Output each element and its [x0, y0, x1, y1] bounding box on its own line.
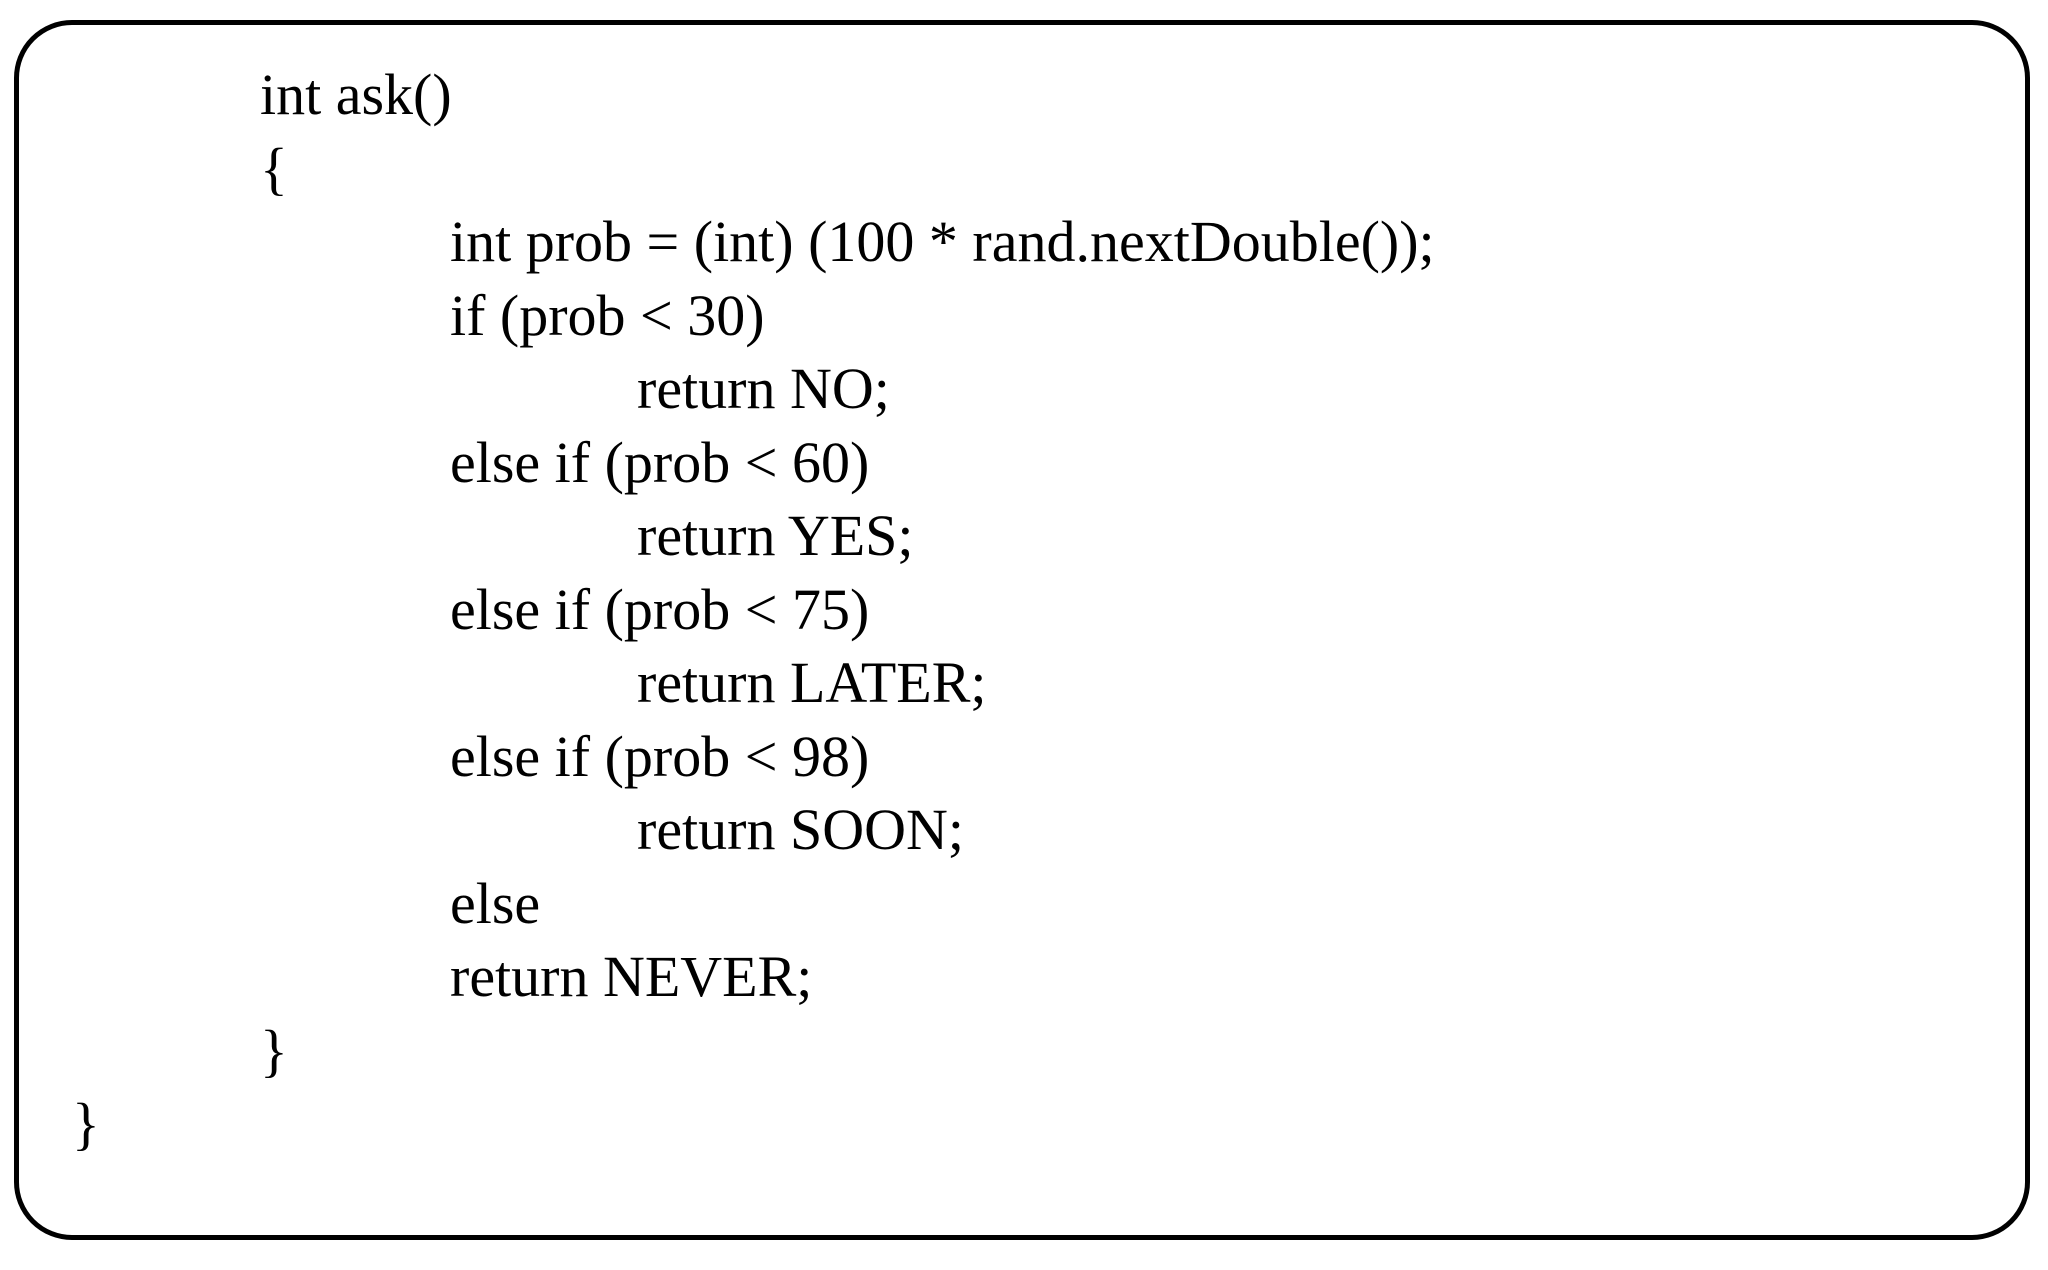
code-line: int prob = (int) (100 * rand.nextDouble(…	[450, 209, 1435, 274]
code-line: return YES;	[637, 503, 914, 568]
code-line: if (prob < 30)	[450, 282, 765, 348]
code-line: }	[72, 1091, 100, 1156]
code-line: else if (prob < 98)	[450, 723, 870, 789]
code-line: return NO;	[637, 356, 890, 421]
code-line: else	[450, 870, 541, 936]
code-line: return LATER;	[637, 650, 987, 715]
code-line: else if (prob < 75)	[450, 576, 870, 642]
code-line: {	[260, 135, 288, 201]
code-listing: int ask() { int prob = (int) (100 * rand.n…	[72, 58, 1435, 1161]
code-line: }	[260, 1017, 288, 1083]
code-line: int ask()	[260, 62, 452, 127]
code-line: return SOON;	[637, 797, 965, 862]
code-line: return NEVER;	[450, 944, 813, 1009]
code-box-frame	[14, 20, 2030, 1240]
code-line: else if (prob < 60)	[450, 429, 870, 495]
